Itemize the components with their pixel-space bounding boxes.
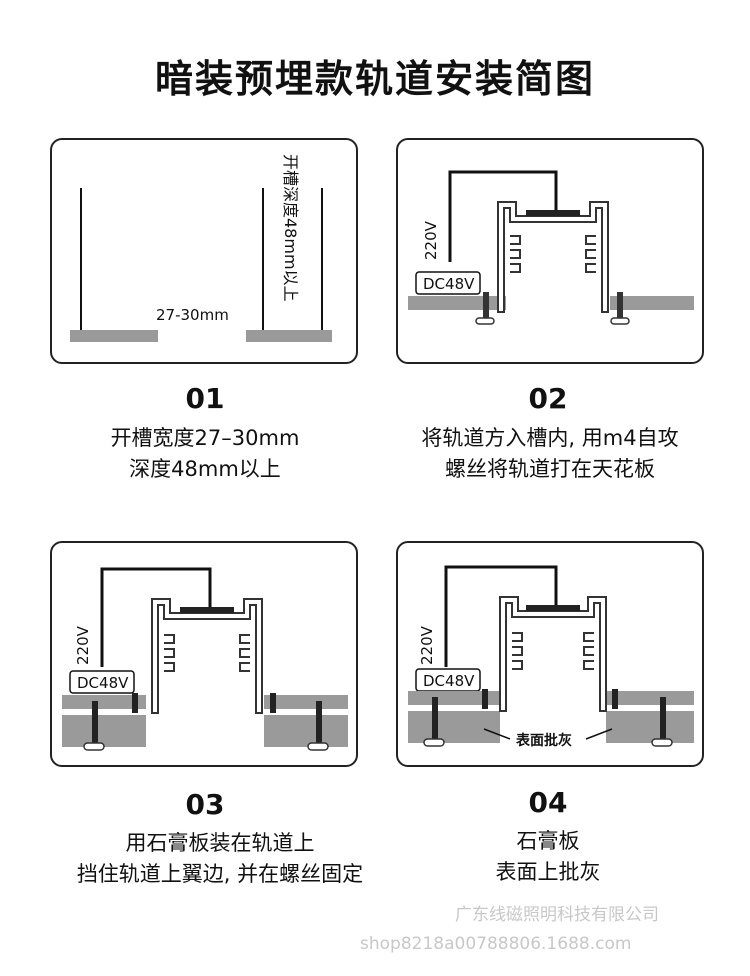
width-label: 27-30mm — [156, 306, 229, 324]
depth-label: 开槽深度48mm以上 — [281, 154, 300, 302]
surface-label: 表面批灰 — [515, 732, 572, 749]
step-03-caption-line2: 挡住轨道上翼边, 并在螺丝固定 — [76, 862, 364, 886]
step-03-number: 03 — [185, 788, 225, 821]
dc-box — [69, 670, 135, 694]
dc-box — [415, 271, 481, 295]
step-01-number: 01 — [185, 382, 225, 415]
voltage-label: 220V — [422, 220, 440, 260]
voltage-label: 220V — [74, 625, 92, 665]
step-03-caption: 用石膏板装在轨道上 挡住轨道上翼边, 并在螺丝固定 — [55, 828, 385, 890]
dc-label: DC48V — [423, 672, 475, 690]
step-04-caption-line1: 石膏板 — [516, 829, 580, 853]
dc-label: DC48V — [77, 674, 129, 692]
step-04-number: 04 — [528, 786, 568, 819]
watermark-company: 广东线磁照明科技有限公司 — [455, 905, 659, 925]
drywall-install-diagram: 220V DC48V — [62, 567, 348, 751]
step-01-caption-line2: 深度48mm以上 — [129, 457, 281, 481]
step-04-caption-line2: 表面上批灰 — [495, 860, 601, 884]
step-01-caption: 开槽宽度27–30mm 深度48mm以上 — [60, 423, 350, 485]
step-01-caption-line1: 开槽宽度27–30mm — [110, 426, 300, 450]
step-04-diagram: 220V DC48V 表面批灰 — [396, 541, 704, 767]
step-02-caption-line1: 将轨道方入槽内, 用m4自攻 — [421, 426, 679, 450]
page-title: 暗装预埋款轨道安装简图 — [154, 57, 595, 101]
step-04-caption: 石膏板 表面上批灰 — [428, 826, 668, 888]
voltage-label: 220V — [418, 625, 436, 665]
step-02-diagram: 220V DC48V — [396, 138, 704, 364]
slot-diagram: 27-30mm 开槽深度48mm以上 — [70, 154, 332, 342]
step-01-diagram: 27-30mm 开槽深度48mm以上 — [50, 138, 358, 364]
plaster-finish-diagram: 220V DC48V 表面批灰 — [408, 565, 694, 749]
step-03-caption-line1: 用石膏板装在轨道上 — [125, 831, 315, 855]
track-install-diagram: 220V DC48V — [408, 170, 694, 325]
step-02-caption-line2: 螺丝将轨道打在天花板 — [445, 457, 655, 481]
step-02-caption: 将轨道方入槽内, 用m4自攻 螺丝将轨道打在天花板 — [380, 423, 720, 485]
step-02-number: 02 — [528, 382, 568, 415]
dc-label: DC48V — [423, 275, 475, 293]
step-03-diagram: 220V DC48V — [50, 541, 358, 767]
watermark-shop: shop8218a00788806.1688.com — [360, 934, 632, 954]
